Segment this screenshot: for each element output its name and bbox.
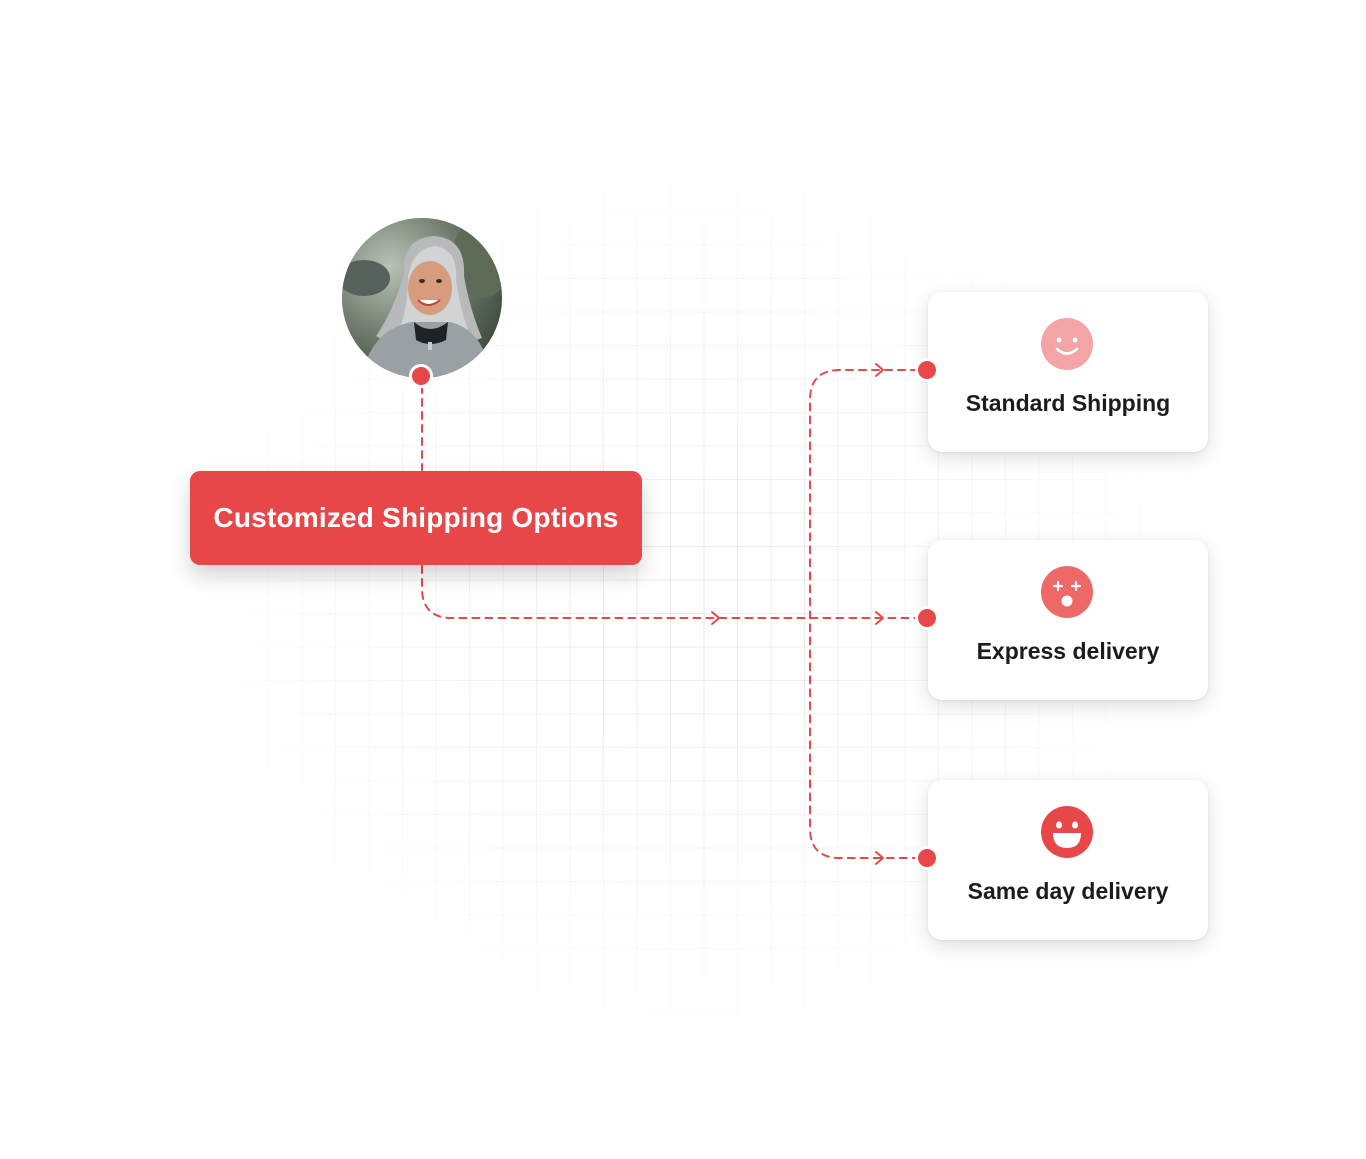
arrow-head-standard bbox=[875, 363, 884, 377]
option-label-express-delivery: Express delivery bbox=[976, 638, 1160, 664]
option-card-standard-shipping[interactable]: Standard Shipping bbox=[928, 292, 1208, 452]
option-label-standard-shipping: Standard Shipping bbox=[965, 390, 1171, 416]
standard-shipping-node bbox=[915, 358, 939, 382]
option-card-same-day-delivery[interactable]: Same day delivery bbox=[928, 780, 1208, 940]
option-card-express-delivery[interactable]: Express delivery bbox=[928, 540, 1208, 700]
avatar-connector-node bbox=[409, 364, 433, 388]
express-delivery-node bbox=[915, 606, 939, 630]
connector-button-to-express bbox=[421, 565, 919, 619]
arrow-head-same-day bbox=[875, 851, 884, 865]
connector-branch-to-standard bbox=[809, 369, 919, 859]
grinning-face-icon bbox=[1041, 806, 1093, 858]
smiling-face-icon bbox=[1041, 318, 1093, 370]
starstruck-face-icon bbox=[1041, 566, 1093, 618]
customer-avatar bbox=[342, 218, 502, 378]
arrow-head-middle bbox=[711, 611, 720, 625]
arrow-head-express bbox=[875, 611, 884, 625]
same-day-delivery-node bbox=[915, 846, 939, 870]
customized-shipping-options-button[interactable]: Customized Shipping Options bbox=[190, 471, 642, 565]
option-label-same-day-delivery: Same day delivery bbox=[967, 878, 1169, 904]
